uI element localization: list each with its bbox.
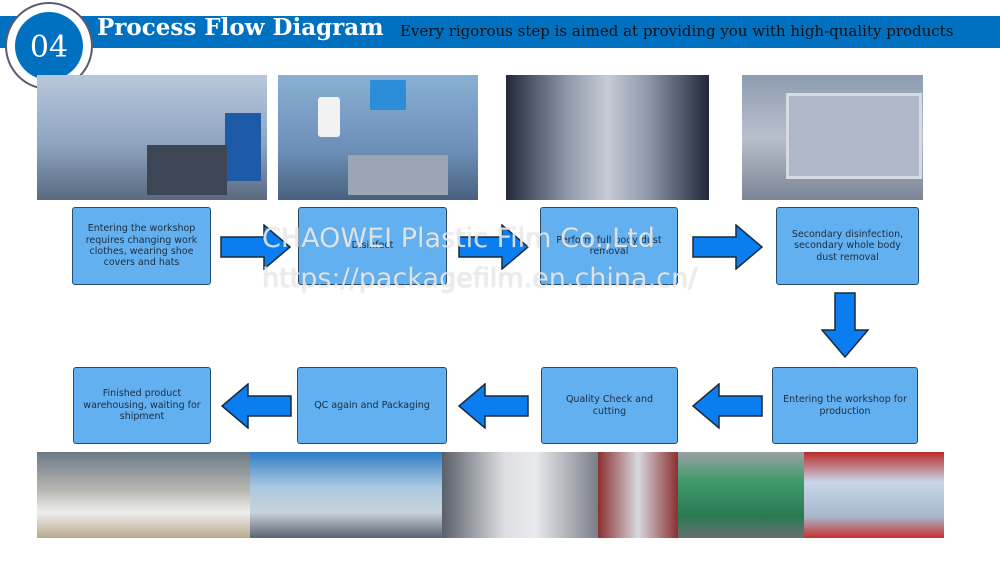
arrow-left-icon — [691, 383, 763, 429]
step-box-1: Entering the workshop requires changing … — [72, 207, 211, 285]
step-box-2: Disinfect — [298, 207, 447, 285]
arrow-right-icon — [692, 224, 764, 270]
arrow-right-icon — [458, 224, 530, 270]
photo-cutting-machine — [442, 452, 598, 538]
watermark-company: CHAOWEI Plastic Film Co.,Ltd — [262, 223, 655, 254]
photo-pass-box — [742, 75, 923, 200]
step-box-4: Secondary disinfection, secondary whole … — [776, 207, 919, 285]
watermark-url: https://packagefilm.en.china.cn/ — [262, 263, 698, 294]
photo-clean-room — [804, 452, 944, 538]
photo-production-line — [250, 452, 442, 538]
photo-changing-room — [37, 75, 267, 200]
photo-warehouse — [37, 452, 250, 538]
step-box-7: QC again and Packaging — [297, 367, 447, 444]
photo-green-film-roll — [678, 452, 804, 538]
arrow-left-icon — [457, 383, 529, 429]
section-number: 04 — [15, 12, 83, 80]
page-subtitle: Every rigorous step is aimed at providin… — [400, 22, 954, 40]
photo-disinfect-sink — [278, 75, 478, 200]
step-box-5: Entering the workshop for production — [772, 367, 918, 444]
section-number-badge: 04 — [5, 2, 93, 90]
photo-film-blowing — [598, 452, 678, 538]
step-box-8: Finished product warehousing, waiting fo… — [73, 367, 211, 444]
step-box-3: Perform full body dust removal — [540, 207, 678, 285]
arrow-right-icon — [220, 224, 292, 270]
photo-air-shower — [506, 75, 709, 200]
arrow-left-icon — [220, 383, 292, 429]
arrow-down-icon — [821, 292, 869, 358]
header-banner — [0, 16, 1000, 48]
step-box-6: Quality Check and cutting — [541, 367, 678, 444]
page-title: Process Flow Diagram — [97, 14, 384, 41]
